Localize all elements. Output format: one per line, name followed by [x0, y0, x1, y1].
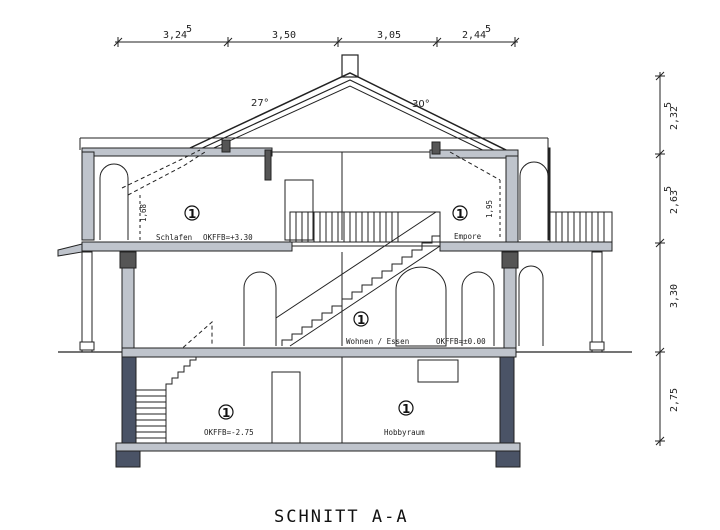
room-hobbyraum: 1 Hobbyraum — [384, 400, 425, 437]
dim-top-2: 3,50 — [272, 30, 296, 41]
dim-right-2-super: 5 — [663, 186, 674, 192]
dim-right-2: 2,63 — [669, 190, 680, 214]
dim-top-4: 2,44 — [462, 30, 486, 41]
dim-top-1-super: 5 — [186, 24, 192, 35]
room-label: Hobbyraum — [384, 428, 425, 437]
upper-floor-slab — [57, 241, 613, 257]
room-level: OKFFB=±0.00 — [436, 337, 486, 346]
balcony-railing — [549, 211, 613, 243]
ground-floor-slab — [121, 347, 517, 358]
roof — [79, 72, 549, 157]
room-marker: 1 — [357, 313, 365, 327]
top-dimension-chain — [113, 37, 520, 47]
upper-floor-structure — [81, 139, 551, 245]
dim-top-3: 3,05 — [377, 30, 401, 41]
right-dimension-chain — [655, 71, 665, 446]
roof-angle-left: 27° — [251, 98, 269, 109]
room-marker: 1 — [188, 207, 196, 221]
dim-right-3: 3,30 — [669, 284, 680, 308]
roof-angle-right: 30° — [412, 99, 430, 110]
room-wohnen-essen: 1 Wohnen / Essen OKFFB=±0.00 — [346, 311, 486, 346]
room-level: OKFFB=+3.30 — [203, 233, 253, 242]
room-marker: 1 — [456, 207, 464, 221]
dim-right-1-super: 5 — [663, 102, 674, 108]
room-schlafen: 1 Schlafen OKFFB=+3.30 — [156, 205, 253, 242]
main-staircase — [275, 211, 441, 347]
dim-right-4: 2,75 — [669, 388, 680, 412]
dim-right-1: 2,32 — [669, 106, 680, 130]
dim-top-1: 3,24 — [163, 30, 187, 41]
room-basement-left: 1 OKFFB=-2.75 — [204, 404, 254, 437]
dim-top-4-super: 5 — [485, 24, 491, 35]
room-marker: 1 — [222, 406, 230, 420]
room-label: Schlafen — [156, 233, 192, 242]
inner-height-left: 1,68 — [139, 203, 148, 222]
basement-structure — [115, 356, 521, 468]
drawing-title: SCHNITT A-A — [274, 507, 409, 527]
room-level: OKFFB=-2.75 — [204, 428, 254, 437]
room-empore: 1 Empore — [452, 205, 482, 241]
room-label: Empore — [454, 232, 482, 241]
inner-height-right: 1,95 — [485, 200, 494, 218]
room-marker: 1 — [402, 402, 410, 416]
chimney — [341, 54, 359, 78]
room-label: Wohnen / Essen — [346, 337, 409, 346]
